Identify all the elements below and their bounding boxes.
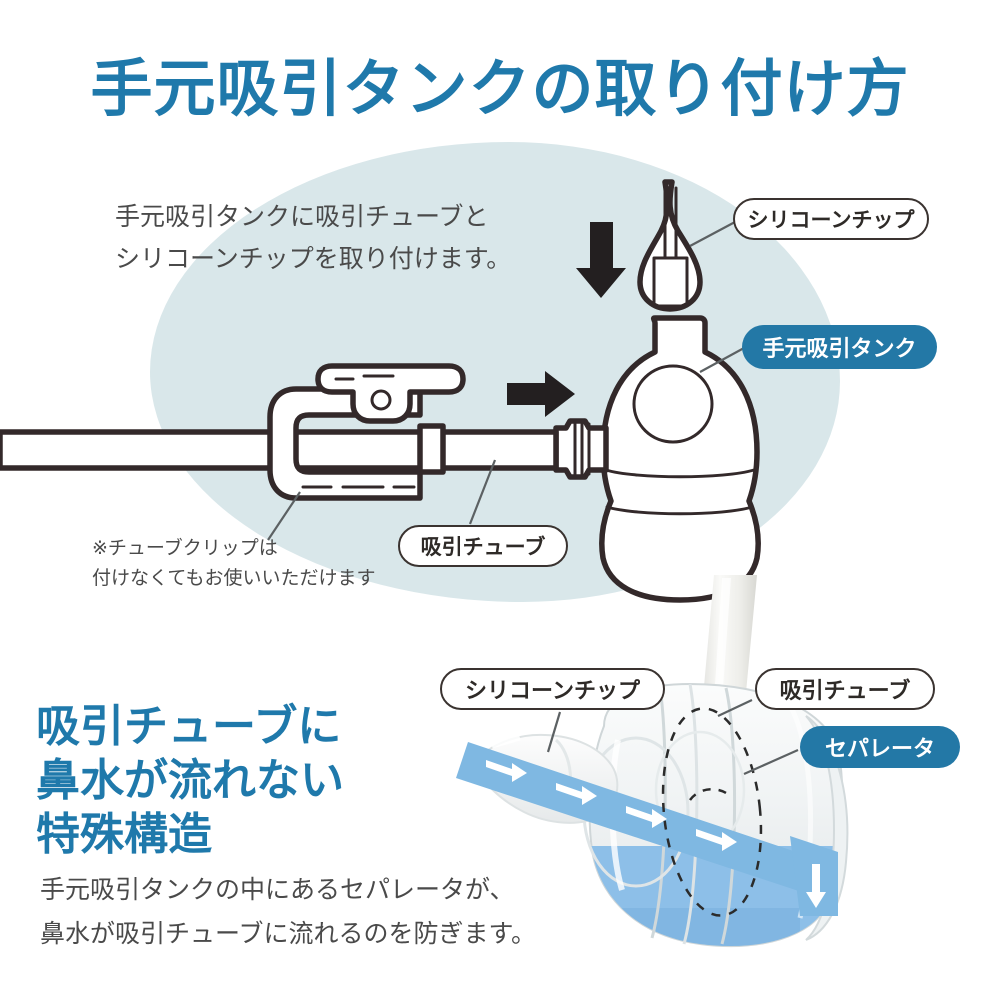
lower-leader-lines — [546, 699, 799, 776]
callout-separator: セパレータ — [800, 726, 960, 768]
lower-section-body: 手元吸引タンクの中にあるセパレータが、 鼻水が吸引チューブに流れるのを防ぎます。 — [40, 868, 536, 956]
flow-arrowheads — [486, 760, 826, 908]
body-line-2: 鼻水が吸引チューブに流れるのを防ぎます。 — [40, 920, 537, 948]
liquid-pool — [589, 846, 843, 947]
heading-line-3: 特殊構造 — [36, 810, 212, 859]
tube-clip-note: ※チューブクリップは 付けなくてもお使いいただけます — [92, 534, 375, 594]
callout-silicone-tip-lower: シリコーンチップ — [440, 668, 665, 710]
page-title: 手元吸引タンクの取り付け方 — [90, 55, 910, 124]
instruction-line-1: 手元吸引タンクに吸引チューブと — [115, 203, 489, 231]
lower-section-heading: 吸引チューブに 鼻水が流れない 特殊構造 — [36, 700, 344, 862]
body-line-1: 手元吸引タンクの中にあるセパレータが、 — [40, 876, 515, 904]
callout-silicone-tip-upper: シリコーンチップ — [733, 198, 929, 240]
upper-instruction-text: 手元吸引タンクに吸引チューブと シリコーンチップを取り付けます。 — [115, 196, 511, 280]
note-line-1: ※チューブクリップは — [92, 538, 278, 559]
note-line-2: 付けなくてもお使いいただけます — [92, 568, 376, 589]
instruction-line-2: シリコーンチップを取り付けます。 — [115, 245, 512, 273]
heading-line-2: 鼻水が流れない — [36, 756, 344, 805]
callout-suction-tube-lower: 吸引チューブ — [755, 668, 935, 710]
heading-line-1: 吸引チューブに — [36, 702, 342, 751]
photo-silicone-tip — [476, 733, 619, 824]
photo-suction-tube — [700, 575, 757, 756]
callout-suction-tube-upper: 吸引チューブ — [398, 525, 568, 567]
separator-dashed-outline — [661, 707, 763, 917]
callout-hand-suction-tank: 手元吸引タンク — [742, 325, 937, 369]
